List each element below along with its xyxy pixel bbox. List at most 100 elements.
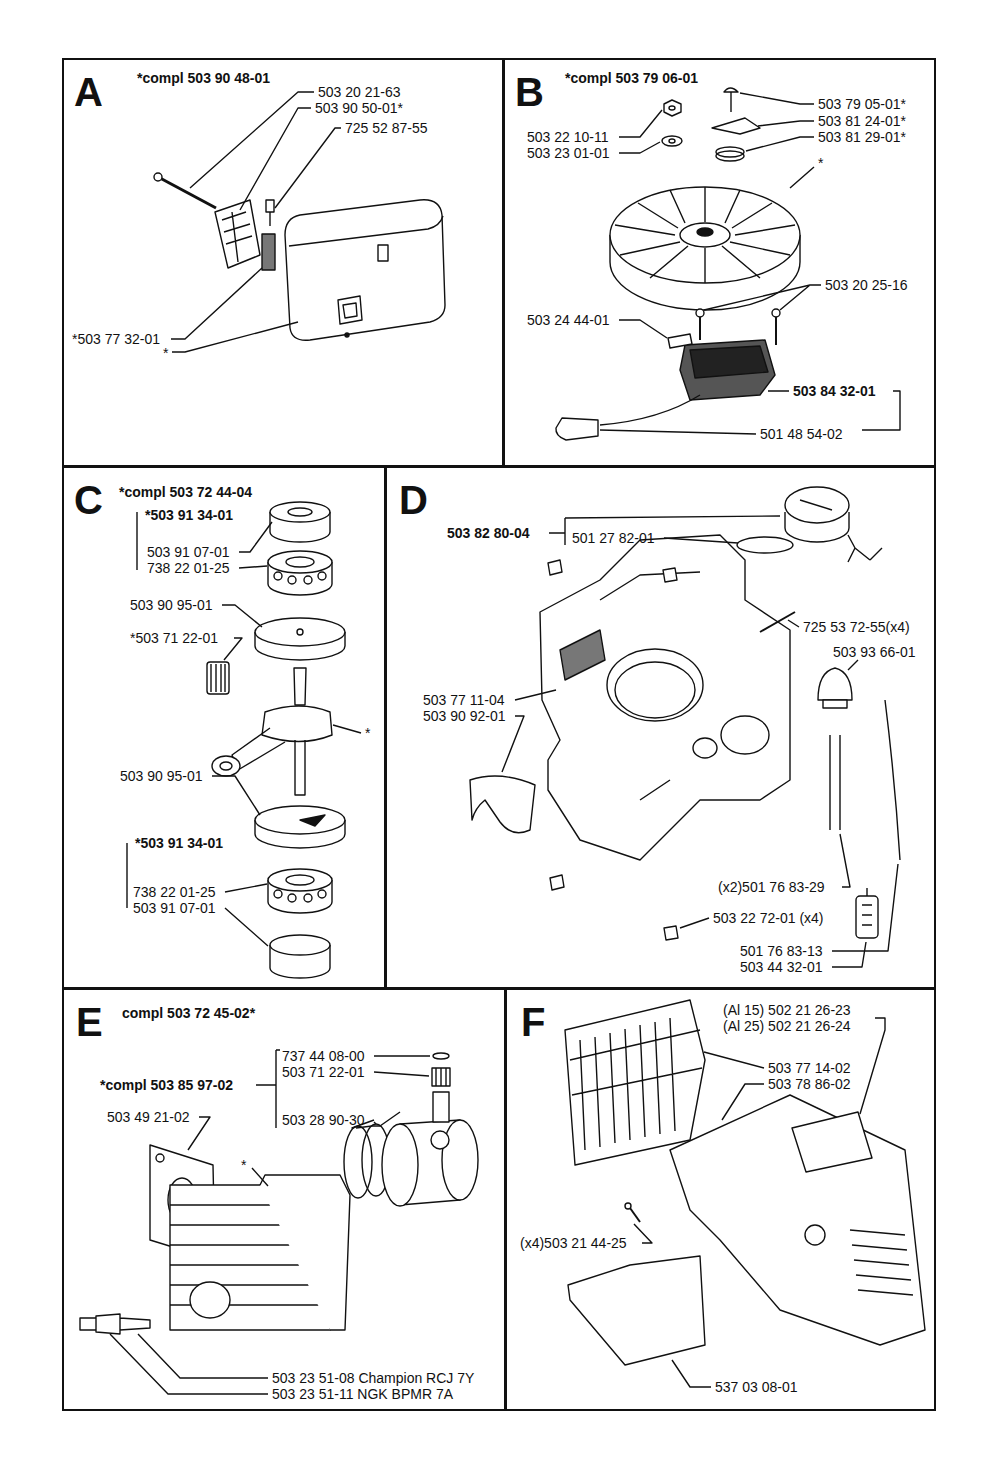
diagram-panel: F: [505, 988, 936, 1411]
panel-letter: A: [74, 72, 103, 112]
part-number: 738 22 01-25: [147, 559, 230, 577]
drawing-stroke: [630, 1208, 640, 1222]
drawing-stroke: [262, 234, 275, 270]
drawing-stroke: [785, 487, 849, 523]
air-filter-cover: [565, 1000, 705, 1165]
drawing-stroke: [730, 92, 731, 112]
drawing-stroke: [288, 576, 296, 584]
drawing-stroke: [664, 100, 681, 116]
drawing-stroke: [690, 346, 768, 378]
drawing-stroke: [300, 815, 325, 826]
part-number: 503 79 05-01*: [818, 95, 906, 113]
drawing-stroke: [345, 333, 349, 337]
drawing-stroke: [262, 706, 332, 742]
part-number: 503 90 95-01: [130, 596, 213, 614]
drawing-stroke: [318, 572, 326, 580]
drawing-stroke: [668, 334, 692, 348]
part-number: 738 22 01-25: [133, 883, 216, 901]
drawing-stroke: [344, 1126, 372, 1198]
part-number: 725 53 72-55(x4): [803, 618, 910, 636]
drawing-stroke: [697, 228, 713, 236]
engine-cover: [568, 1095, 925, 1365]
part-number: 503 24 44-01: [527, 311, 610, 329]
drawing-stroke: [615, 662, 695, 718]
drawing-stroke: [696, 309, 704, 317]
drawing-stroke: [470, 776, 535, 833]
drawing-stroke: [570, 1018, 702, 1150]
kit-number: *compl 503 79 06-01: [565, 69, 698, 87]
leader-line: [127, 512, 361, 946]
part-number: 501 27 82-01: [572, 529, 655, 547]
drawing-stroke: [160, 178, 216, 208]
drawing-stroke: [190, 1282, 230, 1318]
kit-number: *compl 503 90 48-01: [137, 69, 270, 87]
part-number: 501 76 83-13: [740, 942, 823, 960]
drawing-stroke: [548, 560, 678, 940]
drawing-stroke: [680, 340, 775, 400]
part-number: 503 22 72-01 (x4): [713, 909, 824, 927]
cylinder: [80, 1145, 350, 1334]
drawing-stroke: [378, 245, 388, 261]
leader-line: [634, 1018, 885, 1387]
drawing-stroke: [207, 662, 229, 694]
drawing-stroke: [721, 716, 769, 754]
drawing-stroke: [255, 618, 345, 646]
drawing-stroke: [288, 894, 296, 902]
drawing-stroke: [680, 223, 730, 247]
drawing-stroke: [156, 1154, 164, 1162]
drawing-stroke: [560, 630, 605, 680]
part-number: 503 93 66-01: [833, 643, 916, 661]
part-number: 503 20 21-63: [318, 83, 401, 101]
kit-number: *compl 503 72 44-04: [119, 483, 252, 501]
part-number: (Al 15) 502 21 26-23: [723, 1001, 851, 1019]
part-number: *503 91 34-01: [145, 506, 233, 524]
drawing-stroke: [318, 890, 326, 898]
part-number: 503 28 90-30: [282, 1111, 365, 1129]
part-number: 725 52 87-55: [345, 119, 428, 137]
drawing-stroke: [268, 551, 332, 573]
drawing-stroke: [286, 557, 314, 567]
ignition-module: [556, 309, 780, 440]
drawing-stroke: [433, 1092, 449, 1122]
drawing-stroke: [270, 935, 330, 955]
drawing-stroke: [724, 88, 738, 92]
part-number: *: [163, 344, 168, 362]
drawing-stroke: [343, 303, 357, 318]
part-number: 503 81 29-01*: [818, 128, 906, 146]
drawing-stroke: [556, 418, 598, 440]
drawing-stroke: [700, 315, 776, 345]
drawing-stroke: [568, 1256, 705, 1365]
drawing-stroke: [215, 200, 260, 268]
drawing-stroke: [615, 187, 795, 283]
part-number: 503 49 21-02: [107, 1108, 190, 1126]
part-number: *: [818, 154, 823, 172]
drawing-stroke: [716, 151, 744, 161]
drawing-stroke: [80, 1314, 150, 1334]
panel-letter: D: [399, 480, 428, 520]
drawing-stroke: [669, 139, 675, 143]
part-number: 503 90 95-01: [120, 767, 203, 785]
part-number: *compl 503 85 97-02: [100, 1076, 233, 1094]
part-number: *: [241, 1156, 246, 1174]
flywheel-pawl: [662, 88, 760, 161]
drawing-stroke: [760, 612, 795, 632]
drawing-stroke: [270, 502, 330, 522]
drawing-stroke: [600, 572, 700, 800]
part-number: *503 71 22-01: [130, 629, 218, 647]
drawing-stroke: [269, 212, 270, 226]
drawing-stroke: [693, 738, 717, 758]
drawing-stroke: [274, 572, 282, 580]
part-number: *503 91 34-01: [135, 834, 223, 852]
drawing-stroke: [260, 1175, 350, 1330]
part-number: 503 20 25-16: [825, 276, 908, 294]
part-number: *503 77 32-01: [72, 330, 160, 348]
drawing-stroke: [662, 136, 682, 146]
diagram-panel: D: [385, 466, 936, 989]
part-number: (x2)501 76 83-29: [718, 878, 825, 896]
part-number: 503 44 32-01: [740, 958, 823, 976]
part-number: 503 23 51-11 NGK BPMR 7A: [272, 1385, 453, 1403]
drawing-stroke: [154, 173, 162, 181]
part-number: 503 77 14-02: [768, 1059, 851, 1077]
part-number: 503 90 92-01: [423, 707, 506, 725]
